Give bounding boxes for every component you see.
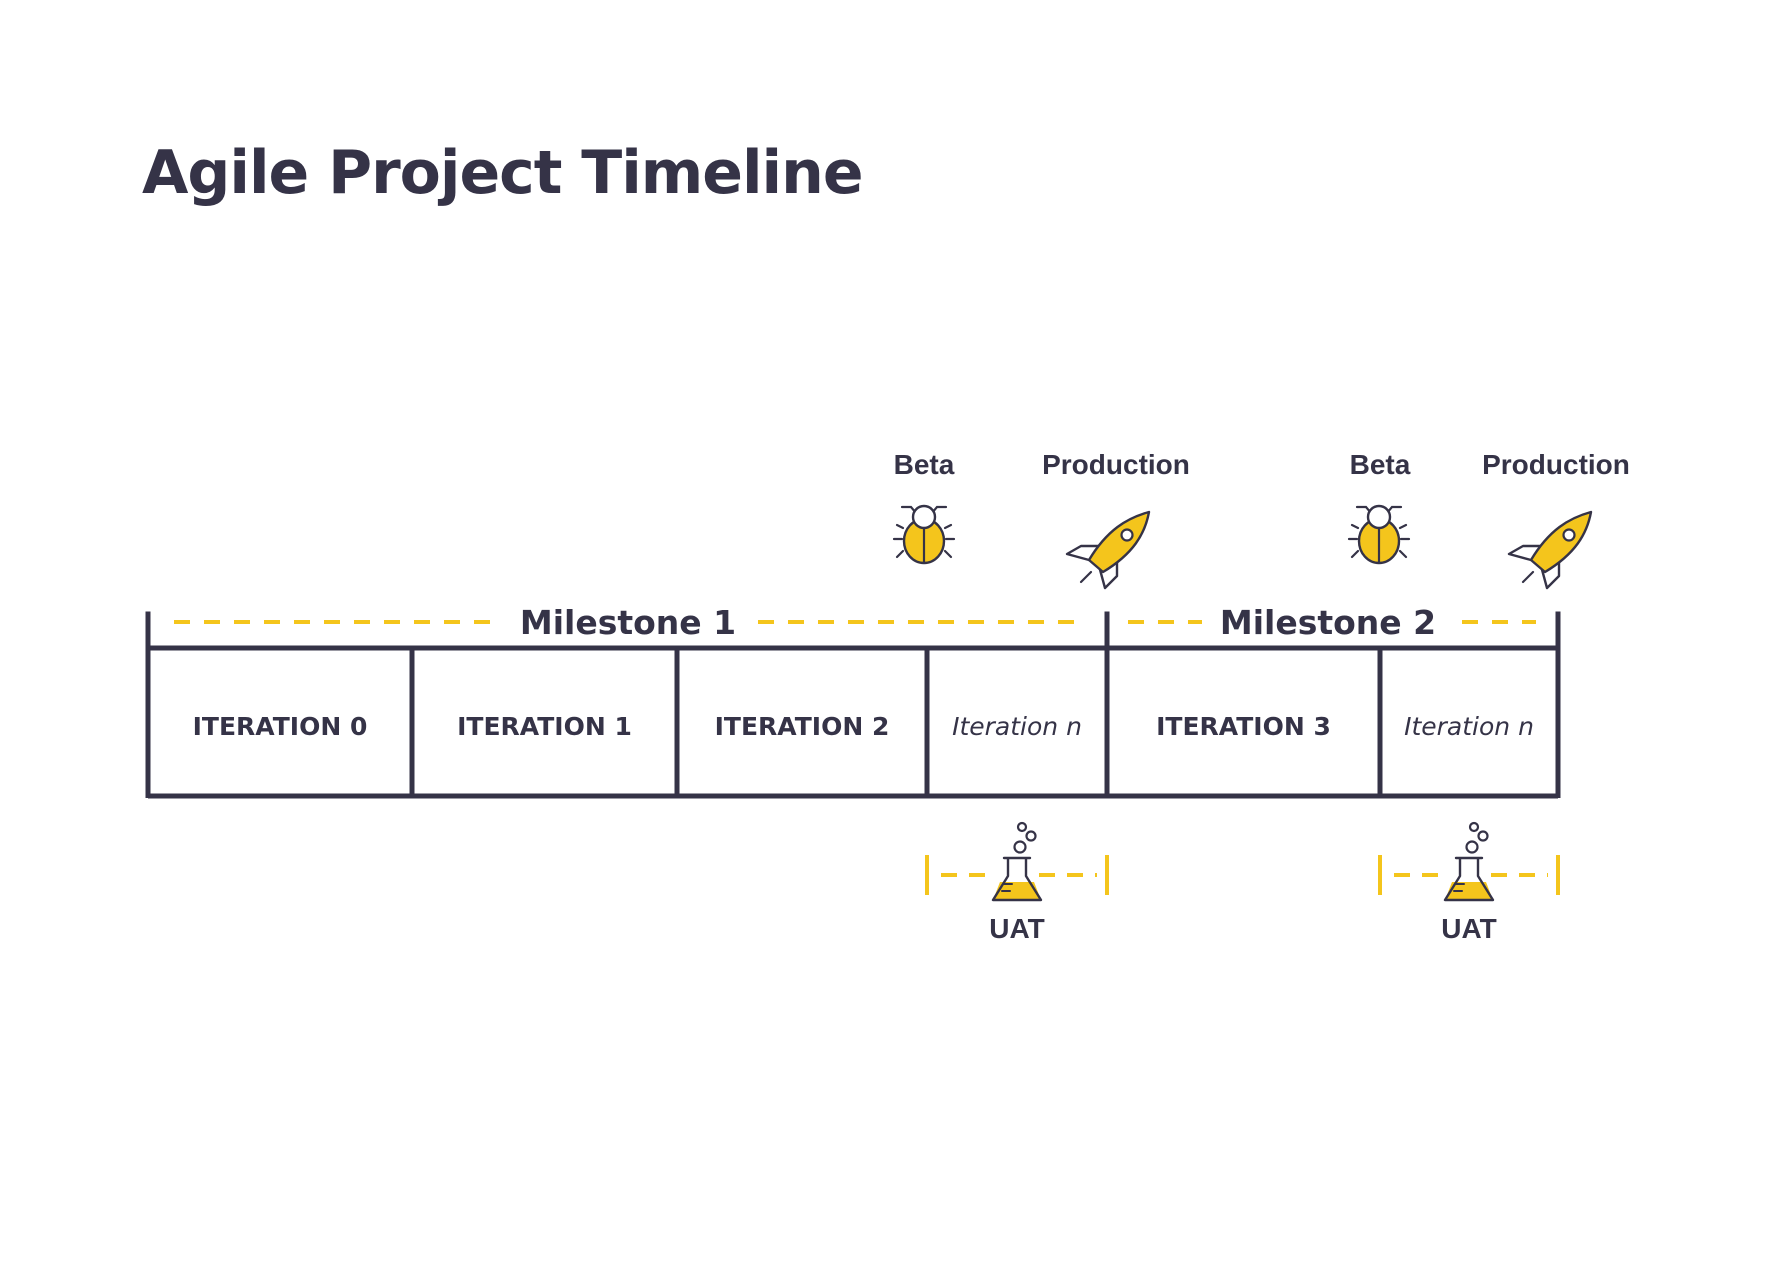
event-label: Production bbox=[1042, 449, 1190, 480]
milestone-label: Milestone 1 bbox=[520, 603, 736, 642]
bug-icon bbox=[1347, 504, 1411, 565]
event-label: Beta bbox=[1350, 449, 1411, 480]
iteration-label: ITERATION 3 bbox=[1156, 712, 1331, 741]
flask-icon bbox=[991, 821, 1043, 902]
bug-icon bbox=[892, 504, 956, 565]
iteration-label: ITERATION 0 bbox=[193, 712, 368, 741]
page-title: Agile Project Timeline bbox=[142, 138, 864, 208]
rocket-icon bbox=[1065, 510, 1151, 590]
uat-label: UAT bbox=[1441, 913, 1496, 944]
rocket-icon bbox=[1507, 510, 1593, 590]
event-label: Production bbox=[1482, 449, 1630, 480]
iteration-label: ITERATION 1 bbox=[457, 712, 632, 741]
milestone-label: Milestone 2 bbox=[1220, 603, 1436, 642]
uat-label: UAT bbox=[989, 913, 1044, 944]
flask-icon bbox=[1443, 821, 1495, 902]
iteration-label: Iteration n bbox=[1404, 712, 1534, 741]
event-label: Beta bbox=[894, 449, 955, 480]
iteration-label: Iteration n bbox=[952, 712, 1082, 741]
iteration-label: ITERATION 2 bbox=[715, 712, 890, 741]
